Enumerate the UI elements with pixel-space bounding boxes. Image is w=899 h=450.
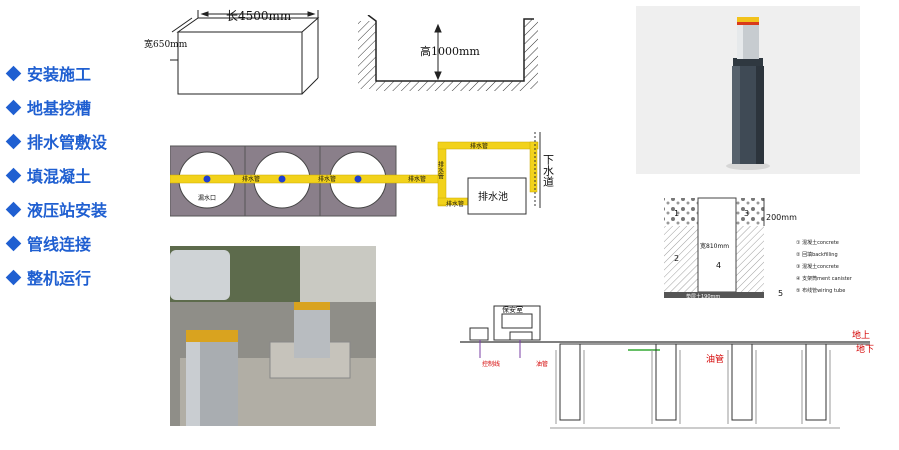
pipe-label-2: 排水管 [318,175,336,183]
bollard-product-image [636,6,860,174]
diamond-bullet-icon [5,167,22,183]
diamond-bullet-icon [5,235,22,251]
step-label: 整机运行 [27,269,92,288]
section-num-3: 3 [744,209,749,218]
legend-item: ③ 混凝土concrete [796,263,839,270]
diamond-bullet-icon [5,65,22,81]
below-ground-label: 地下 [856,343,874,355]
step-item: 排水管敷设 [5,124,158,158]
step-item: 安装施工 [5,56,158,90]
diamond-bullet-icon [5,133,22,149]
step-label: 填混凝土 [27,167,92,186]
pipe-label-vertical: 排水管 [437,160,444,180]
step-label: 安装施工 [27,65,92,84]
step-item: 管线连接 [5,226,158,260]
step-item: 整机运行 [5,260,158,294]
step-label: 管线连接 [27,235,92,254]
site-layout-diagram: 保安室 控制线 油管 油管 地上 地下 [460,305,874,429]
diamond-bullet-icon [5,201,22,217]
pool-label: 排水池 [478,190,508,203]
step-item: 液压站安装 [5,192,158,226]
step-item: 地基挖槽 [5,90,158,124]
depth-label: 200mm [766,213,797,222]
step-label: 排水管敷设 [27,133,108,152]
diamond-bullet-icon [5,269,22,285]
cross-section-diagram: 1 2 3 4 5 宽810mm 200mm 垫层土190mm ① 混凝土con… [664,197,853,300]
step-label: 地基挖槽 [27,99,92,118]
drainage-diagram: 排水管 排水管 排水管 排水管 排水管 排水管 漏水口 排水池 下水道 [170,132,555,217]
control-line-label: 控制线 [482,360,500,368]
steps-list: 安装施工 地基挖槽 排水管敷设 填混凝土 液压站安装 管线连接 整机运行 [5,56,158,294]
step-item: 填混凝土 [5,158,158,192]
diamond-bullet-icon [5,99,22,115]
sewer-label: 下水道 [542,154,555,187]
pipe-label-4: 排水管 [470,142,488,150]
width-label: 宽650mm [144,38,188,50]
section-num-1: 1 [674,209,679,218]
pipe-label-5: 排水管 [446,200,464,208]
legend-item: ⑤ 布线管wiring tube [796,287,845,294]
step-label: 液压站安装 [27,201,108,220]
pipe-label-1: 排水管 [242,175,260,183]
legend-item: ② 回填backfilling [796,251,838,258]
height-label: 高1000mm [420,44,480,58]
above-ground-label: 地上 [852,329,870,341]
outlet-label: 漏水口 [198,194,216,202]
excavation-box-diagram: 长4500mm 宽650mm [144,9,320,95]
base-label: 垫层土190mm [686,293,720,300]
guard-room-label: 保安室 [502,305,523,314]
legend-item: ① 混凝土concrete [796,239,839,246]
width-label: 宽810mm [700,242,729,250]
trench-diagram: 高1000mm [358,15,538,91]
oil-pipe-label-1: 油管 [536,360,548,368]
oil-pipe-label-2: 油管 [706,353,724,365]
length-label: 长4500mm [226,9,292,23]
site-installation-photo [170,246,376,426]
section-num-4: 4 [716,261,721,270]
section-num-5: 5 [778,289,783,298]
pipe-label-3: 排水管 [408,175,426,183]
section-num-2: 2 [674,254,679,263]
legend-item: ④ 支架筒ment canister [796,275,853,282]
